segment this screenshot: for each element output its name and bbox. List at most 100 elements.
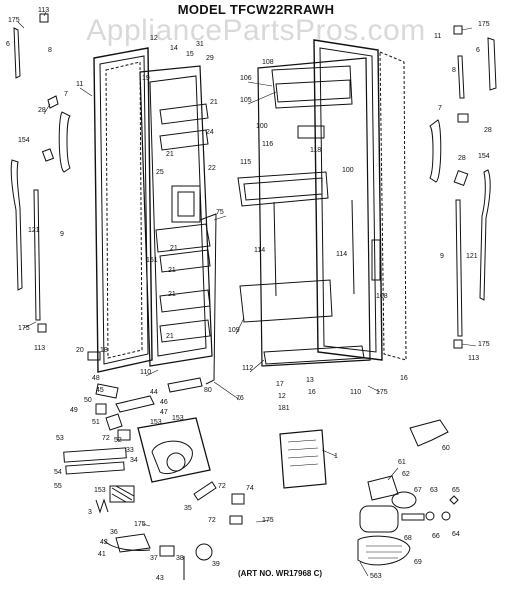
callout-46: 46	[160, 399, 168, 406]
callout-28-right: 28	[484, 127, 492, 134]
callout-175-left-bottom: 175	[18, 325, 30, 332]
callout-74: 74	[246, 485, 254, 492]
callout-105: 105	[240, 97, 252, 104]
callout-153-c: 153	[94, 487, 106, 494]
callout-49: 49	[70, 407, 78, 414]
left-straight-trim	[33, 189, 41, 321]
callout-55: 55	[54, 483, 62, 490]
left-top-trim-strip	[13, 27, 21, 79]
callout-36: 36	[110, 529, 118, 536]
freezer-shelf-2	[159, 129, 209, 151]
callout-45: 45	[96, 387, 104, 394]
callout-76: 76	[236, 395, 244, 402]
right-handle-cap	[453, 170, 469, 186]
callout-21-e: 21	[168, 291, 176, 298]
part-20-bracket	[87, 351, 101, 361]
callout-41: 41	[98, 551, 106, 558]
callout-39: 39	[212, 561, 220, 568]
wire-75	[199, 213, 217, 385]
callout-68: 68	[404, 535, 412, 542]
callout-12: 12	[150, 35, 158, 42]
callout-118: 118	[310, 147, 321, 154]
callout-42: 42	[100, 539, 108, 546]
leader-lines	[17, 11, 477, 577]
callout-6-left: 6	[6, 41, 10, 48]
callout-21-d: 21	[168, 267, 176, 274]
callout-44: 44	[150, 389, 158, 396]
callout-181: 181	[278, 405, 290, 412]
part-50-switch	[95, 403, 107, 415]
callout-108-b: 108	[376, 293, 388, 300]
callout-121-right: 121	[466, 253, 478, 260]
part-39-knob	[195, 543, 213, 561]
right-hinge-clip-top	[453, 25, 463, 35]
trim-strip-114a	[273, 201, 277, 297]
callout-113-left-bottom: 113	[34, 345, 45, 352]
part-61-cover	[367, 475, 399, 501]
callout-175-a: 175	[134, 521, 146, 528]
callout-31: 31	[196, 41, 204, 48]
callout-9-right: 9	[440, 253, 444, 260]
light-cover-53	[63, 447, 127, 463]
callout-18: 18	[100, 347, 108, 354]
trim-strip-114b	[351, 199, 355, 295]
right-top-trim-strip	[487, 37, 497, 91]
callout-16-b: 16	[400, 375, 408, 382]
callout-3: 3	[88, 509, 92, 516]
bottom-trim-112	[263, 345, 365, 365]
callout-48: 48	[92, 375, 100, 382]
callout-17: 17	[276, 381, 284, 388]
part-3-spring	[95, 498, 109, 514]
fresh-food-door-assembly	[237, 39, 407, 367]
dairy-compartment-106	[271, 65, 353, 109]
callout-15: 15	[186, 51, 194, 58]
callout-153-b: 153	[150, 419, 162, 426]
callout-113-top-left: 113	[38, 7, 49, 14]
part-63-nut	[425, 511, 435, 521]
callout-25: 25	[156, 169, 164, 176]
callout-52: 52	[114, 437, 122, 444]
callout-175-c: 175	[376, 389, 388, 396]
dairy-door-105	[275, 79, 351, 103]
callout-80: 80	[204, 387, 212, 394]
callout-7-left: 7	[64, 91, 68, 98]
right-trim-parts	[429, 25, 497, 349]
left-hinge-clip-bottom	[37, 323, 47, 333]
part-72b	[229, 515, 243, 525]
drain-pan-69	[357, 535, 411, 566]
art-number-caption: (ART NO. WR17968 C)	[238, 569, 323, 578]
left-handle	[58, 111, 71, 173]
callout-20: 20	[76, 347, 84, 354]
callout-11-right: 11	[434, 33, 441, 40]
dispenser-parts	[63, 351, 245, 580]
callout-13: 13	[306, 377, 314, 384]
callout-51: 51	[92, 419, 100, 426]
butter-dish-118	[297, 125, 325, 139]
callout-28-left: 28	[38, 107, 46, 114]
callout-106: 106	[240, 75, 252, 82]
freezer-door-liner	[139, 65, 213, 367]
callout-12-b: 12	[278, 393, 286, 400]
callout-154-left: 154	[18, 137, 30, 144]
left-handle-cap	[41, 148, 55, 162]
part-36-arm	[115, 533, 151, 553]
ice-dispenser-chute-inner	[177, 191, 195, 217]
right-straight-trim-9	[455, 199, 463, 337]
fresh-food-door-inner	[319, 47, 377, 353]
callout-8-left: 8	[48, 47, 52, 54]
freezer-shelf-5	[159, 319, 211, 343]
fresh-food-door-outer	[313, 39, 383, 361]
right-hinge-clip-bottom	[453, 339, 463, 349]
right-curved-trim	[479, 169, 491, 301]
callout-33: 33	[126, 447, 134, 454]
callout-19: 19	[142, 75, 150, 82]
drain-pan-ribs	[366, 545, 402, 559]
callout-21-f: 21	[166, 333, 174, 340]
callout-110-b: 110	[350, 389, 361, 396]
callout-14: 14	[170, 45, 178, 52]
freezer-shelf-4	[159, 289, 211, 313]
compressor-motor-68	[359, 505, 399, 533]
callout-7-right: 7	[438, 105, 442, 112]
left-door-handle-bracket	[47, 95, 59, 109]
